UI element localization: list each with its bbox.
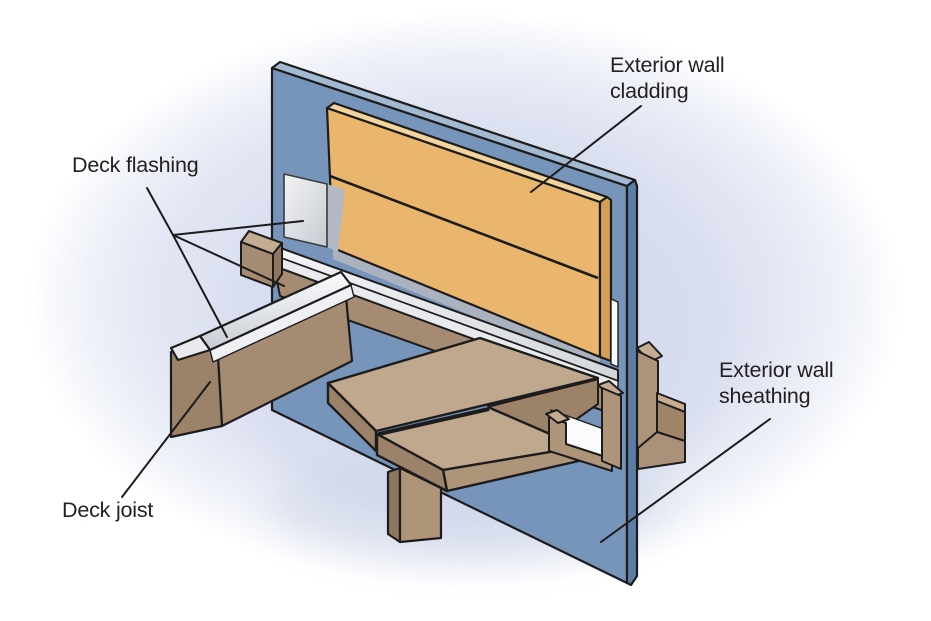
deck-flashing-wall-leg <box>283 173 345 252</box>
middle-joist <box>386 466 443 544</box>
wall-edge-face <box>625 178 639 587</box>
deck-board-gap <box>378 407 490 436</box>
flashing-wall-panel <box>283 173 328 248</box>
deck-joist-assembly <box>169 270 355 439</box>
label-exterior-wall-cladding: Exterior wall cladding <box>610 52 725 104</box>
flashing-panel-shadow <box>327 184 345 252</box>
ledger-end-side-face <box>272 242 283 288</box>
leader-deck-joist <box>121 381 211 498</box>
leader-lines <box>121 105 771 543</box>
cladding-gray-band <box>333 248 600 368</box>
leader-cladding <box>530 105 642 193</box>
leader-sheathing <box>600 418 771 543</box>
leader-deck-flashing-ray-joist-cap <box>172 234 228 338</box>
rim-end-strip-front <box>601 387 622 470</box>
deck-boards <box>326 336 600 493</box>
leader-deck-flashing-ray-ledger <box>172 234 285 287</box>
deck-board-gap-right <box>488 377 598 408</box>
cladding-panel <box>325 101 619 368</box>
leader-deck-flashing-ray-wall-panel <box>172 220 304 236</box>
label-exterior-wall-cladding-line1: Exterior wall <box>610 53 725 77</box>
label-exterior-wall-sheathing: Exterior wall sheathing <box>719 357 834 409</box>
deck-board-front-end-face <box>375 432 449 493</box>
label-exterior-wall-sheathing-line2: sheathing <box>719 384 811 408</box>
leader-deck-flashing-stem <box>146 187 174 236</box>
rim-joist-cluster <box>545 380 624 472</box>
joist-flashing-end-fold <box>169 334 212 362</box>
flashing-strip-right-of-cladding <box>610 298 619 368</box>
label-exterior-wall-sheathing-line1: Exterior wall <box>719 358 834 382</box>
label-deck-joist: Deck joist <box>62 498 154 522</box>
label-exterior-wall-cladding-line2: cladding <box>610 79 689 103</box>
far-side-deck-pieces <box>636 341 686 470</box>
cladding-seam <box>329 174 599 280</box>
label-deck-flashing: Deck flashing <box>72 153 199 177</box>
middle-joist-side-face <box>386 466 402 544</box>
rim-joist-top-face <box>545 409 570 424</box>
cladding-edge-face <box>598 195 613 363</box>
